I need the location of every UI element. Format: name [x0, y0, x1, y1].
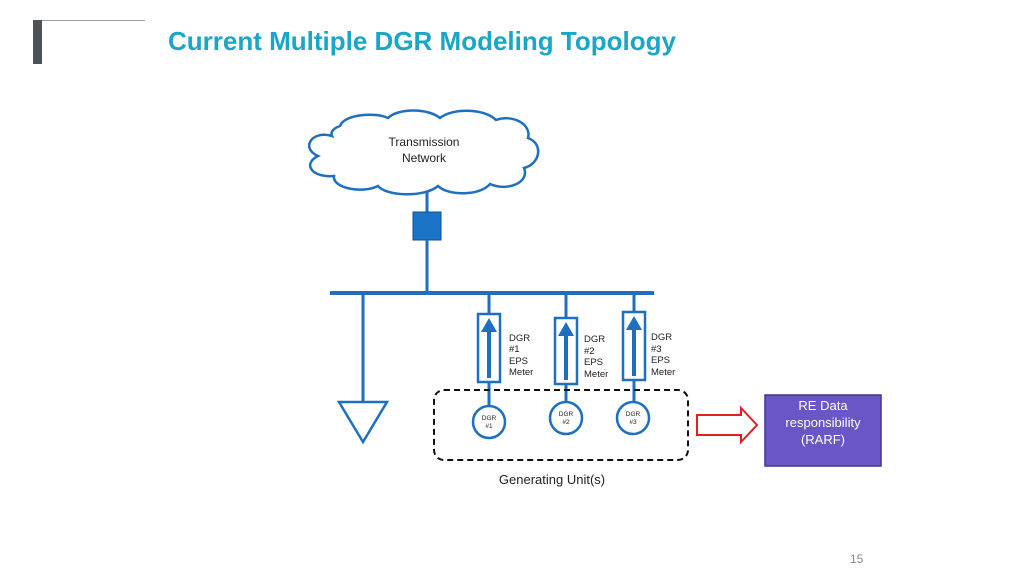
meter-1-label-line4: Meter [509, 367, 533, 378]
meter-1-label-line2: #1 [509, 344, 520, 355]
meter-2-label-line3: EPS [584, 357, 603, 368]
re-data-responsibility-box: RE Data responsibility (RARF) [764, 394, 882, 467]
slide-title: Current Multiple DGR Modeling Topology [168, 26, 676, 56]
generator-3-circle [615, 400, 651, 436]
meter-3-label-line4: Meter [651, 367, 675, 378]
meter-1-label-line3: EPS [509, 356, 528, 367]
generator-2: DGR #2 [548, 400, 584, 436]
generator-3-label-line2: #3 [629, 419, 637, 426]
generator-2-circle [548, 400, 584, 436]
generator-1-label-line2: #1 [485, 423, 493, 430]
meter-3-label-line2: #3 [651, 344, 662, 355]
meter-1: DGR #1 EPS Meter [476, 293, 533, 406]
generator-3: DGR #3 [615, 400, 651, 436]
cloud-label-line1: Transmission [389, 135, 460, 149]
meter-2: DGR #2 EPS Meter [553, 293, 608, 405]
meter-1-arrow-head [481, 318, 497, 332]
meter-2-label-line1: DGR [584, 334, 605, 345]
re-box-line1: RE Data [798, 398, 848, 413]
re-box-rect [764, 394, 882, 467]
meter-3-arrow-head [626, 316, 642, 330]
generating-units-label: Generating Unit(s) [499, 472, 605, 487]
meter-3-label-line1: DGR [651, 332, 672, 343]
meter-2-arrow-head [558, 322, 574, 336]
page-number: 15 [850, 552, 864, 566]
title-accent-bar [33, 20, 42, 64]
generator-1-label-line1: DGR [482, 415, 497, 422]
meter-1-label-line1: DGR [509, 333, 530, 344]
cloud-shape [308, 109, 540, 196]
title-accent-line [42, 20, 145, 21]
breaker-box [412, 211, 442, 241]
re-box-line2: responsibility [785, 415, 861, 430]
generating-units-group [433, 389, 689, 461]
load-triangle [336, 400, 390, 445]
generator-2-label-line1: DGR [559, 411, 574, 418]
meter-2-label-line2: #2 [584, 346, 595, 357]
generator-1: DGR #1 [471, 404, 507, 440]
generator-1-circle [471, 404, 507, 440]
transmission-network-cloud: Transmission Network [308, 109, 540, 196]
meter-3-label-line3: EPS [651, 355, 670, 366]
meter-2-label-line4: Meter [584, 369, 608, 380]
cloud-label-line2: Network [402, 151, 447, 165]
responsibility-arrow [696, 405, 759, 445]
meter-3: DGR #3 EPS Meter [621, 293, 675, 402]
generator-3-label-line1: DGR [626, 411, 641, 418]
generator-2-label-line2: #2 [562, 419, 570, 426]
re-box-line3: (RARF) [801, 432, 845, 447]
